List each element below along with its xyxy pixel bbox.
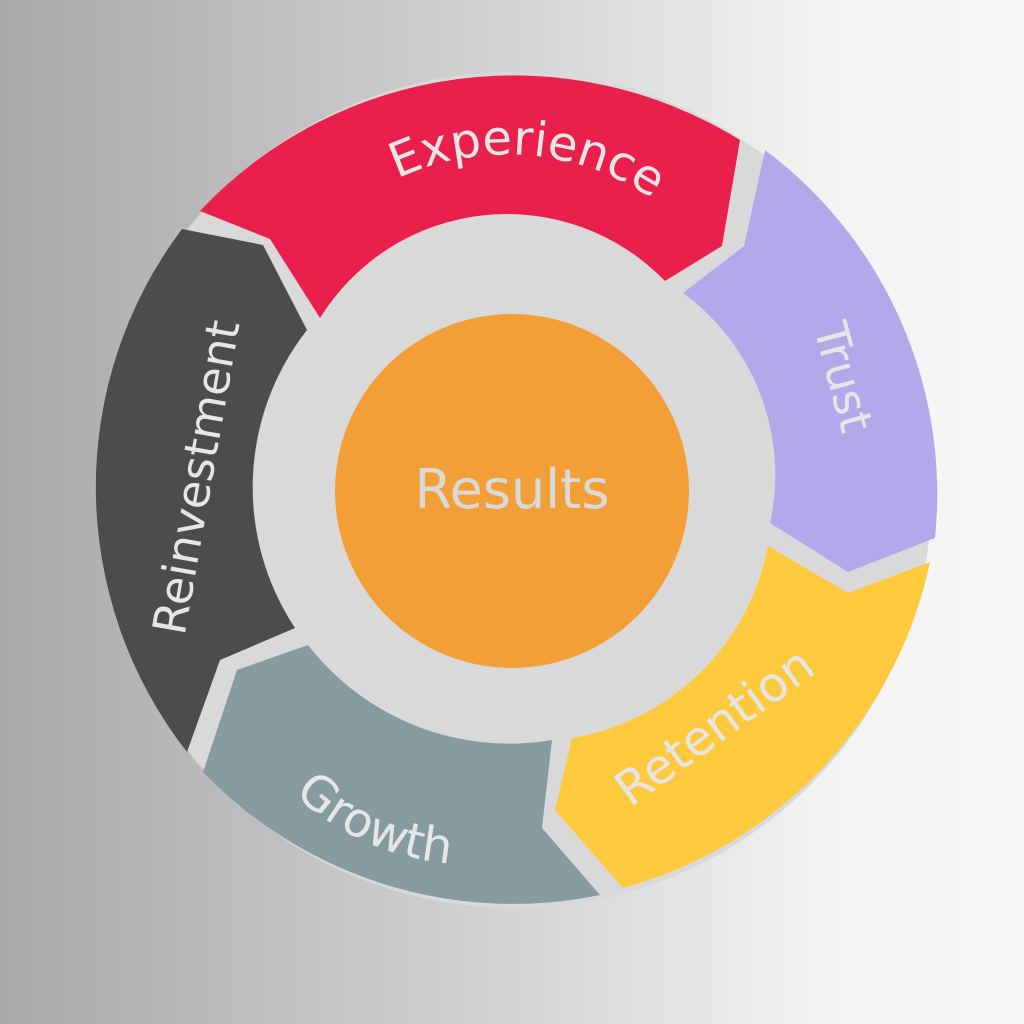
- center-label: Results: [415, 458, 610, 521]
- center-circle: [335, 314, 689, 668]
- segment-reinvestment: [95, 229, 307, 752]
- segment-experience: [200, 75, 740, 318]
- segment-retention: [555, 546, 930, 888]
- segment-trust: [683, 150, 938, 572]
- segment-growth: [203, 645, 600, 904]
